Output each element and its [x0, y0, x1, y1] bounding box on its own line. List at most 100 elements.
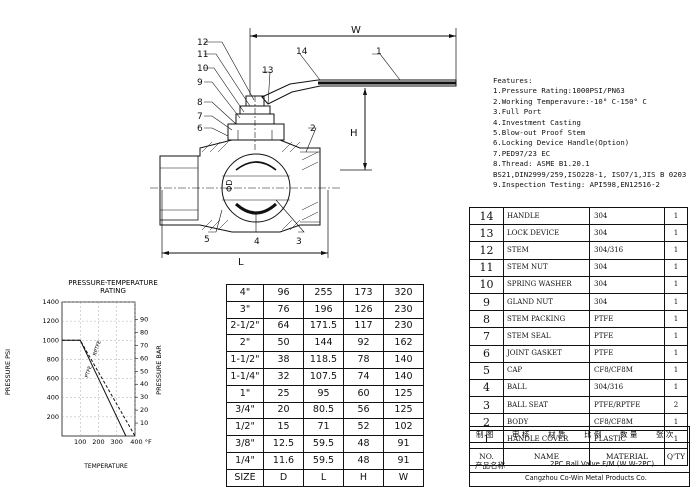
pt-psi-tick: 1200: [42, 317, 59, 325]
dimension-cell: H: [343, 468, 384, 487]
dimension-cell: 95: [303, 384, 344, 403]
bom-material-cell: PTFE: [589, 344, 665, 363]
dimension-cell: 125: [383, 401, 424, 420]
size-cell: 3": [226, 300, 264, 319]
dimension-cell: 118.5: [303, 351, 344, 369]
bom-name-cell: HANDLE: [503, 206, 590, 226]
title-cell: 数 量: [620, 430, 638, 439]
bom-qty-cell: 1: [664, 344, 688, 363]
pt-bar-tick: 20: [140, 406, 148, 414]
dimension-cell: 76: [263, 300, 304, 319]
pt-title-1: PRESSURE-TEMPERATURE: [68, 279, 158, 287]
features-line: 6.Locking Device Handle(Option): [493, 138, 630, 148]
bom-no-cell: 10: [469, 275, 504, 294]
callout-6: 6: [197, 124, 203, 134]
pt-x-tick: 400 °F: [130, 438, 152, 446]
bom-name-cell: JOINT GASKET: [503, 344, 590, 363]
pt-xlabel: TEMPERATURE: [83, 463, 128, 470]
dimension-cell: 20: [263, 401, 304, 420]
pt-bar-tick: 10: [140, 419, 148, 427]
bom-qty-cell: 1: [664, 327, 688, 346]
pt-psi-tick: 1000: [42, 336, 59, 344]
bom-qty-cell: 1: [664, 292, 688, 312]
bom-qty-cell: 1: [664, 361, 688, 380]
bom-material-cell: 304: [589, 206, 665, 226]
bom-material-cell: 304: [589, 258, 665, 277]
callout-2: 2: [310, 124, 316, 134]
callout-1: 1: [376, 47, 382, 57]
features-list: Features: 1.Pressure Rating:1000PSI/PN63…: [493, 76, 698, 190]
bom-name-cell: STEM: [503, 241, 590, 260]
callout-13: 13: [262, 66, 273, 76]
pt-curve-label-ptfe: PTFE: [84, 365, 93, 378]
dimension-cell: 173: [343, 284, 384, 302]
dimension-cell: 107.5: [303, 367, 344, 386]
bom-qty-cell: 1: [664, 224, 688, 243]
size-cell: 1/2": [226, 418, 264, 437]
dimension-cell: 38: [263, 351, 304, 369]
callout-11: 11: [197, 50, 208, 60]
product-name: 2PC Ball Valve F/M (W W-2PC): [550, 460, 655, 468]
bom-material-cell: PTFE/RPTFE: [589, 396, 665, 415]
bom-material-cell: CF8/CF8M: [589, 361, 665, 380]
dimension-cell: 320: [383, 284, 424, 302]
dimension-cell: L: [303, 468, 344, 487]
features-line: 2.Working Temperavure:-10° C-150° C: [493, 96, 647, 106]
dimension-cell: 48: [343, 435, 384, 453]
pt-x-tick: 200: [92, 438, 104, 446]
pt-bar-tick: 70: [140, 341, 148, 349]
bom-material-cell: 304: [589, 224, 665, 243]
company-name: Cangzhou Co-Win Metal Products Co.: [525, 474, 647, 482]
dimension-cell: 92: [343, 334, 384, 353]
dimension-cell: 50: [263, 334, 304, 353]
dimension-cell: 74: [343, 367, 384, 386]
dimension-cell: 71: [303, 418, 344, 437]
dimension-cell: 56: [343, 401, 384, 420]
bom-qty-cell: 1: [664, 310, 688, 329]
dimension-cell: 11.6: [263, 451, 304, 470]
callout-9: 9: [197, 78, 203, 88]
dimension-cell: 52: [343, 418, 384, 437]
bom-no-cell: 14: [469, 206, 504, 226]
dimension-cell: 64: [263, 317, 304, 336]
size-cell: 1-1/2": [226, 351, 264, 369]
size-cell: 3/8": [226, 435, 264, 453]
features-line: 7.PED97/23 EC: [493, 148, 551, 158]
features-line: 5.Blow-out Proof Stem: [493, 127, 586, 137]
size-cell: 1-1/4": [226, 367, 264, 386]
dim-h-label: H: [350, 128, 358, 139]
dimension-cell: 80.5: [303, 401, 344, 420]
pt-psi-tick: 400: [47, 394, 59, 402]
features-line: 4.Investment Casting: [493, 117, 581, 127]
dimension-cell: 255: [303, 284, 344, 302]
dimension-cell: 162: [383, 334, 424, 353]
callout-3: 3: [296, 237, 302, 247]
bom-qty-cell: 1: [664, 378, 688, 398]
title-cell: 审 核: [512, 430, 530, 439]
pt-ylabel-right: PRESSURE BAR: [155, 345, 163, 395]
dimension-cell: 12.5: [263, 435, 304, 453]
callout-14: 14: [296, 47, 308, 57]
title-cell: 材 质: [548, 430, 566, 439]
dimension-cell: 91: [383, 435, 424, 453]
pt-psi-tick: 800: [47, 355, 59, 363]
dimension-cell: W: [383, 468, 424, 487]
bom-qty-cell: 1: [664, 275, 688, 294]
product-name-label: 产品名称: [475, 461, 505, 470]
callout-labels: 12 11 10 9 8 7 6 13 14 1 2 5 4 3: [197, 38, 382, 247]
bom-name-cell: STEM SEAL: [503, 327, 590, 346]
bom-name-cell: STEM NUT: [503, 258, 590, 277]
title-cell: 比 例: [584, 430, 602, 439]
dim-w-label: W: [351, 25, 361, 36]
